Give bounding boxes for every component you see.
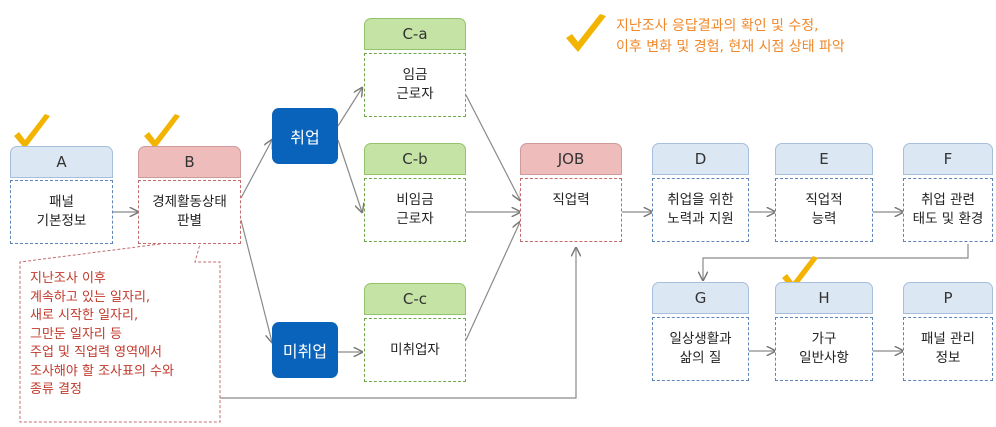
node-h-header: H [775, 282, 873, 314]
node-p-body: 패널 관리 정보 [903, 317, 993, 381]
node-job-header: JOB [520, 143, 622, 175]
node-cb-body: 비임금 근로자 [364, 178, 466, 242]
node-cc-body: 미취업자 [364, 318, 466, 382]
branch-unemployed: 미취업 [272, 322, 338, 378]
node-b-header: B [138, 146, 241, 178]
node-f-body: 취업 관련 태도 및 환경 [903, 178, 993, 242]
node-a-body: 패널 기본정보 [10, 180, 113, 244]
node-e-body: 직업적 능력 [775, 178, 873, 242]
branch-employed: 취업 [272, 108, 338, 164]
node-p-header: P [903, 282, 993, 314]
node-g-body: 일상생활과 삶의 질 [652, 317, 749, 381]
node-cc-header: C-c [364, 283, 466, 315]
node-e-header: E [775, 143, 873, 175]
node-d-header: D [652, 143, 749, 175]
check-icon [10, 112, 54, 156]
node-ca-header: C-a [364, 18, 466, 50]
node-a-header: A [10, 146, 113, 178]
node-d-body: 취업을 위한 노력과 지원 [652, 178, 749, 242]
node-b-body: 경제활동상태 판별 [138, 180, 241, 244]
node-f-header: F [903, 143, 993, 175]
node-cb-header: C-b [364, 143, 466, 175]
check-icon [560, 12, 610, 60]
callout-note: 지난조사 이후 계속하고 있는 일자리, 새로 시작한 일자리, 그만둔 일자리… [30, 271, 174, 397]
check-icon [140, 112, 184, 156]
headline-text: 지난조사 응답결과의 확인 및 수정, 이후 변화 및 경험, 현재 시점 상태… [616, 18, 845, 55]
node-job-body: 직업력 [520, 178, 622, 242]
node-g-header: G [652, 282, 749, 314]
node-h-body: 가구 일반사항 [775, 317, 873, 381]
node-ca-body: 임금 근로자 [364, 53, 466, 117]
